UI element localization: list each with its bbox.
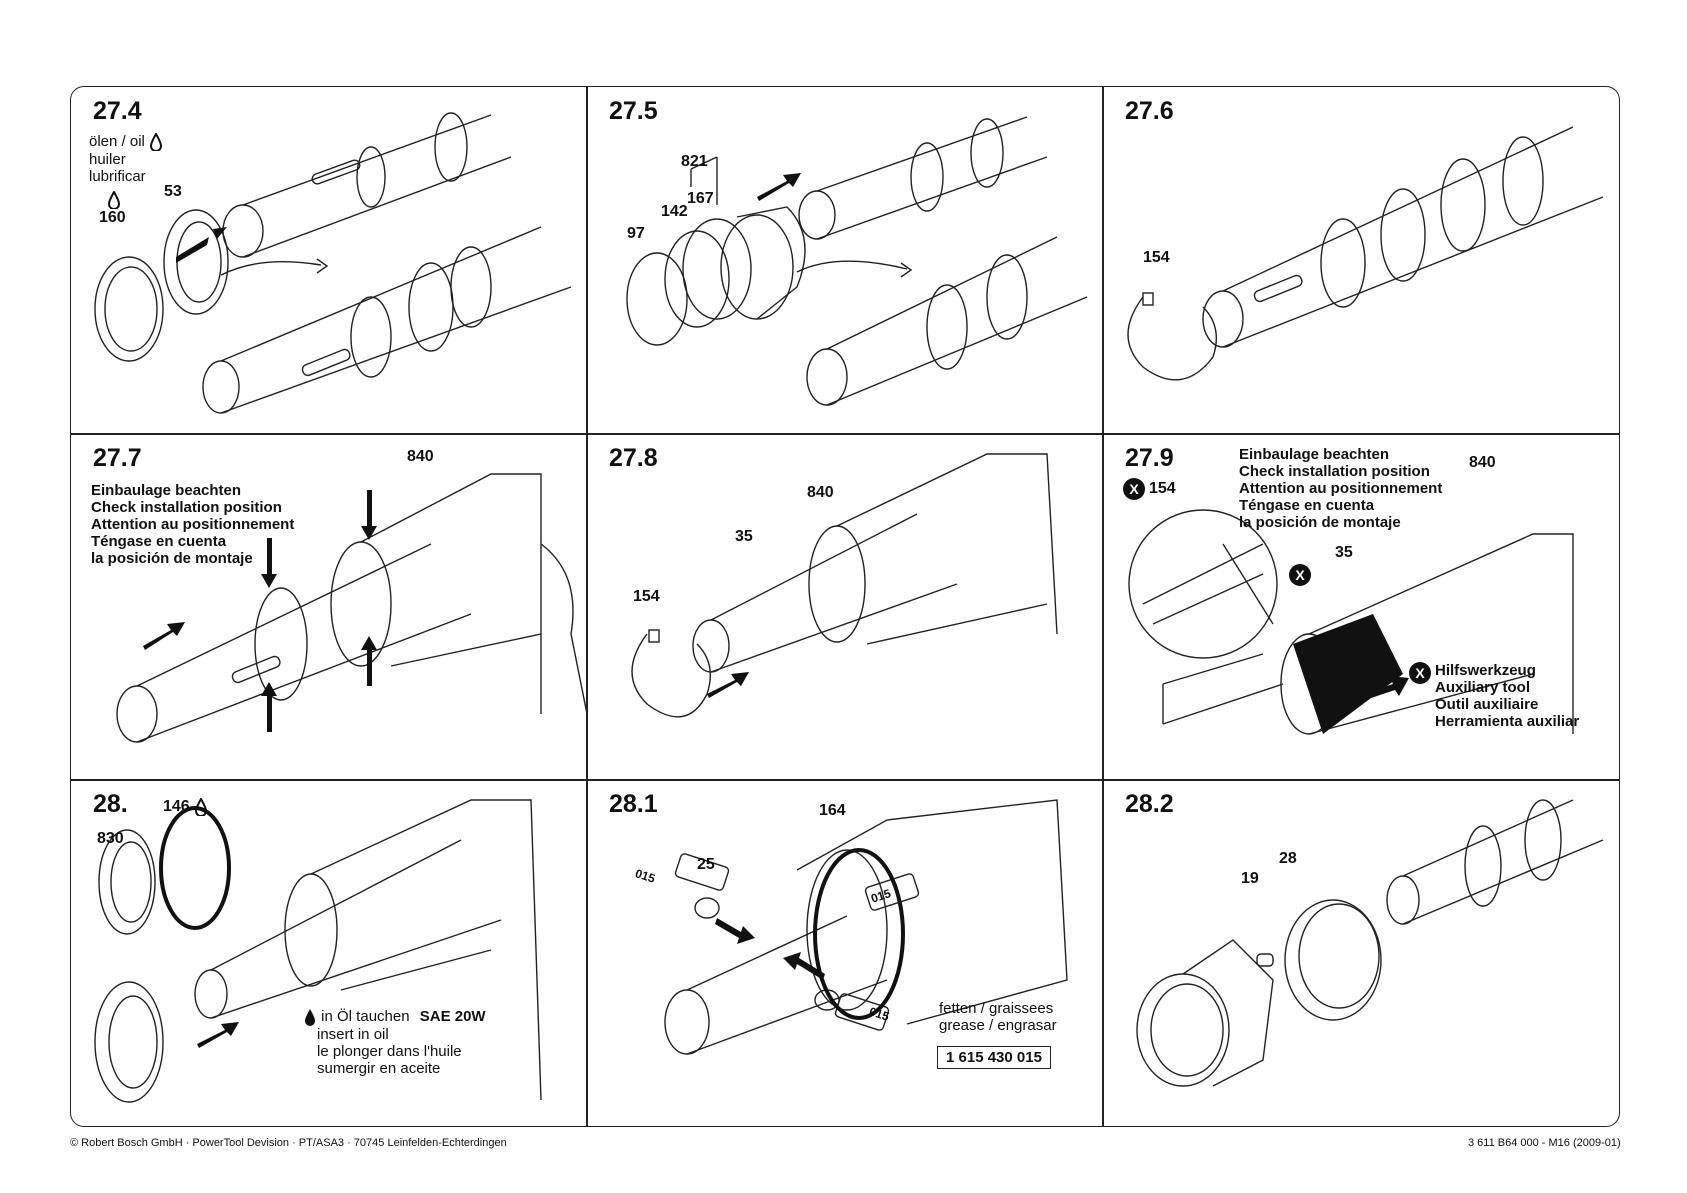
oil-drop-icon (107, 191, 121, 209)
note-line-es-2: la posición de montaje (1239, 514, 1401, 531)
footer-document-id: 3 611 B64 000 - M16 (2009-01) (1468, 1137, 1621, 1149)
shaft-assembly-illustration (626, 116, 1088, 406)
note-line-es-1: Téngase en cuenta (1239, 497, 1375, 514)
step-number: 27.4 (93, 97, 142, 125)
part-label-154: 154 (633, 588, 660, 605)
oil-drop-icon (305, 1009, 315, 1027)
oil-text-de: in Öl tauchen (321, 1008, 410, 1025)
panel-27-6: 27.6 154 (1103, 87, 1619, 433)
shaft-assembly-illustration (631, 453, 1058, 718)
oil-text-es: lubrificar (89, 168, 146, 186)
note-line-en: Check installation position (91, 499, 282, 516)
note-line-de: Einbaulage beachten (91, 482, 242, 499)
grease-text-de-fr: fetten / graissees (939, 1000, 1054, 1017)
x-marker-icon: X (1289, 564, 1311, 586)
part-label-28: 28 (1279, 850, 1297, 867)
oil-drop-icon (195, 798, 208, 816)
x-marker-icon: X (1123, 478, 1145, 500)
footer-copyright: © Robert Bosch GmbH · PowerTool Devision… (70, 1137, 507, 1149)
grease-note: fetten / graissees grease / engrasar (939, 1000, 1057, 1034)
shaft-assembly-illustration (664, 799, 1068, 1055)
shaft-assembly-illustration (1128, 509, 1574, 735)
grid-divider (586, 87, 588, 1126)
oil-text-de-en: ölen / oil (89, 133, 145, 150)
part-label-35: 35 (735, 528, 753, 545)
panel-27-5: 27.5 821 167 142 97 (587, 87, 1103, 433)
step-number: 27.6 (1125, 97, 1174, 125)
shaft-assembly-illustration (116, 473, 587, 743)
part-label-160: 160 (99, 209, 126, 226)
step-number: 27.7 (93, 444, 142, 472)
part-label-19: 19 (1241, 870, 1259, 887)
oil-text-es: sumergir en aceite (317, 1060, 441, 1078)
oil-text-fr: huiler (89, 151, 126, 169)
installation-note: Einbaulage beachten Check installation p… (1239, 446, 1442, 531)
tool-text: Hilfswerkzeug Auxiliary tool Outil auxil… (1435, 662, 1579, 730)
shaft-assembly-illustration (94, 112, 572, 414)
tool-line-en: Auxiliary tool (1435, 679, 1531, 696)
part-label-154: 154 (1149, 480, 1176, 498)
note-line-es-2: la posición de montaje (91, 550, 253, 567)
oil-spec: SAE 20W (419, 1008, 486, 1025)
x-marker-icon: X (1409, 662, 1431, 684)
panel-28: 28. 146 830 in Öl tauchen SAE 20W insert… (71, 780, 587, 1126)
grease-text-en-es: grease / engrasar (939, 1017, 1057, 1034)
panel-28-1: 28.1 164 25 015 015 015 fetten / graisse… (587, 780, 1103, 1126)
note-line-en: Check installation position (1239, 463, 1430, 480)
grease-part-number: 1 615 430 015 (937, 1046, 1051, 1069)
part-label-821: 821 (681, 153, 708, 170)
step-number: 27.9 (1125, 444, 1174, 472)
auxiliary-tool-label: X Hilfswerkzeug Auxiliary tool Outil aux… (1409, 662, 1579, 731)
oil-text-fr: le plonger dans l'huile (317, 1043, 462, 1061)
tool-line-de: Hilfswerkzeug (1435, 662, 1536, 679)
shaft-assembly-illustration (1136, 799, 1604, 1087)
part-label-25: 25 (697, 856, 715, 873)
part-label-840: 840 (407, 448, 434, 465)
part-label-164: 164 (819, 802, 846, 819)
grid-divider (71, 779, 1619, 781)
diagram-sheet: 27.4 ölen / oil huiler lubrificar 53 160 (70, 86, 1620, 1127)
note-line-es-1: Téngase en cuenta (91, 533, 227, 550)
note-line-fr: Attention au positionnement (1239, 480, 1443, 497)
step-number: 27.8 (609, 444, 658, 472)
step-number: 27.5 (609, 97, 658, 125)
part-label-97: 97 (627, 225, 645, 242)
oil-immersion-note: in Öl tauchen SAE 20W insert in oil le p… (303, 1008, 486, 1077)
grid-divider (1102, 87, 1104, 1126)
oil-instruction: ölen / oil huiler lubrificar (89, 133, 163, 185)
tool-line-es: Herramienta auxiliar (1435, 713, 1580, 730)
panel-27-4: 27.4 ölen / oil huiler lubrificar 53 160 (71, 87, 587, 433)
part-label-167: 167 (687, 190, 714, 207)
oil-ring-label: 146 (163, 798, 208, 816)
part-label-840: 840 (1469, 454, 1496, 471)
grid-divider (71, 433, 1619, 435)
installation-note: Einbaulage beachten Check installation p… (91, 482, 294, 567)
part-label-840: 840 (807, 484, 834, 501)
part-label-142: 142 (661, 203, 688, 220)
oil-text-en: insert in oil (317, 1026, 389, 1044)
part-label-35: 35 (1335, 544, 1353, 561)
note-line-de: Einbaulage beachten (1239, 446, 1390, 463)
step-number: 28.1 (609, 790, 658, 818)
part-label-53: 53 (164, 183, 182, 200)
step-number: 28. (93, 790, 128, 818)
panel-28-2: 28.2 28 19 (1103, 780, 1619, 1126)
shaft-assembly-illustration (1127, 126, 1604, 381)
oil-drop-icon (150, 133, 163, 152)
step-number: 28.2 (1125, 790, 1174, 818)
part-label-154: 154 (1143, 249, 1170, 266)
note-line-fr: Attention au positionnement (91, 516, 295, 533)
part-label-830: 830 (97, 830, 124, 847)
panel-27-7: 27.7 840 Einbaulage beachten Check insta… (71, 434, 587, 780)
panel-27-8: 27.8 840 35 154 (587, 434, 1103, 780)
part-label-146: 146 (163, 798, 190, 816)
tool-line-fr: Outil auxiliaire (1435, 696, 1539, 713)
shaft-assembly-illustration (94, 799, 542, 1103)
